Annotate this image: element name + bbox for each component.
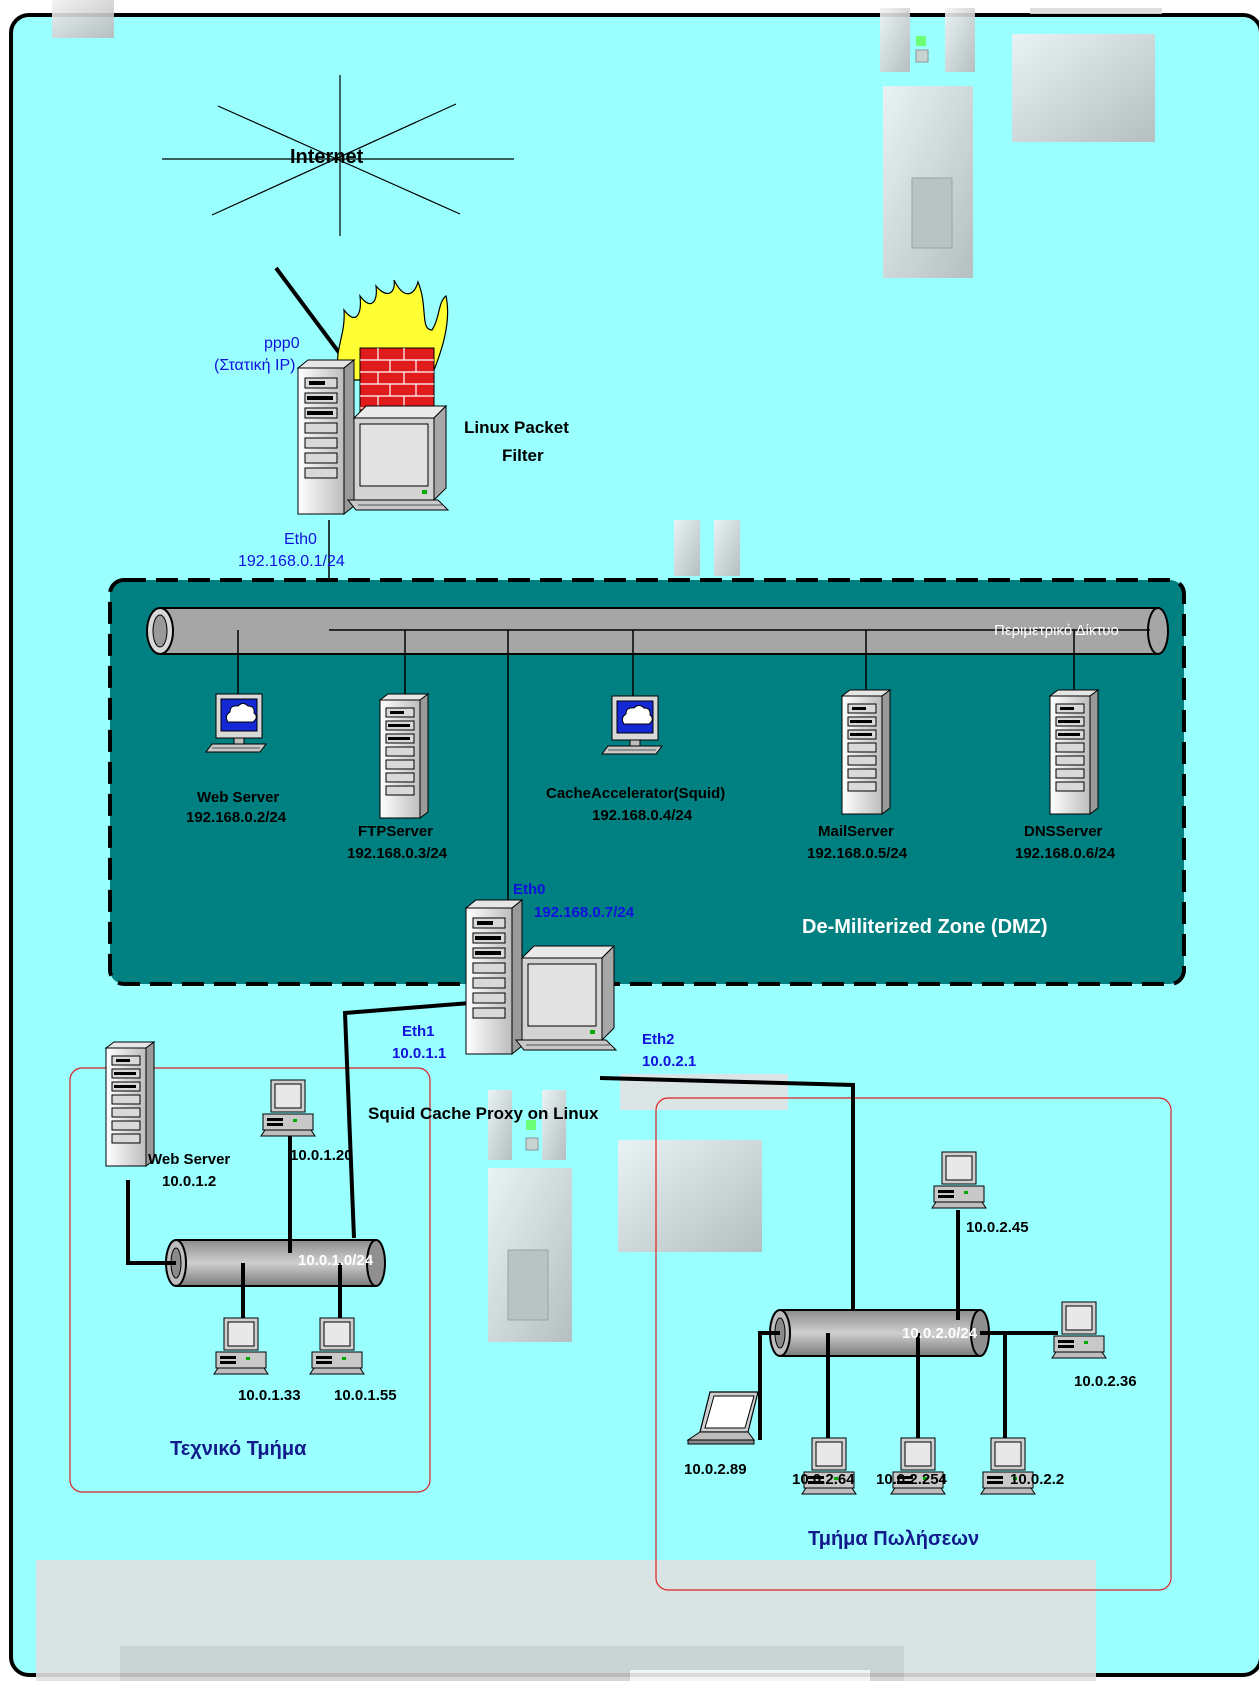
dmz-ftp-server-name: FTPServer	[358, 822, 433, 841]
dmz-mail-server-name: MailServer	[818, 822, 894, 841]
proxy-eth1-label: Eth1	[402, 1022, 435, 1041]
proxy-eth2-ip: 10.0.2.1	[642, 1052, 696, 1071]
dmz-mail-server-icon	[842, 690, 890, 814]
dmz-dns-server-name: DNSServer	[1024, 822, 1102, 841]
dmz-web-server-ip: 192.168.0.2/24	[186, 808, 286, 827]
sales-host-36-ip: 10.0.2.36	[1074, 1372, 1137, 1391]
internet-label: Internet	[290, 148, 363, 167]
dmz-zone-label: De-Militerized Zone (DMZ)	[802, 918, 1048, 937]
proxy-eth0-label: Eth0	[513, 880, 546, 899]
tech-host-55-ip: 10.0.1.55	[334, 1386, 397, 1405]
tech-host-20-ip: 10.0.1.20	[290, 1146, 353, 1165]
sales-host-64-ip: 10.0.2.64	[792, 1470, 855, 1489]
sales-laptop-89-ip: 10.0.2.89	[684, 1460, 747, 1479]
tech-server-name: Web Server	[148, 1150, 230, 1169]
ppp0-label: ppp0	[264, 334, 300, 353]
packet-filter-name-line2: Filter	[502, 446, 544, 465]
dmz-ftp-server-icon	[380, 694, 428, 818]
dmz-web-server-name: Web Server	[197, 788, 279, 807]
sales-host-45-ip: 10.0.2.45	[966, 1218, 1029, 1237]
dmz-ftp-server-ip: 192.168.0.3/24	[347, 844, 447, 863]
sales-host-254-ip: 10.0.2.254	[876, 1470, 947, 1489]
dmz-dns-server-icon	[1050, 690, 1098, 814]
firewall-eth0-ip: 192.168.0.1/24	[238, 552, 345, 571]
tech-host-33-ip: 10.0.1.33	[238, 1386, 301, 1405]
tech-server-ip: 10.0.1.2	[162, 1172, 216, 1191]
firewall-eth0-label: Eth0	[284, 530, 317, 549]
dmz-backbone-label: Περιμετρικό Δίκτυο	[994, 621, 1119, 640]
proxy-eth2-label: Eth2	[642, 1030, 675, 1049]
packet-filter-name-line1: Linux Packet	[464, 418, 569, 437]
dmz-dns-server-ip: 192.168.0.6/24	[1015, 844, 1115, 863]
dmz-mail-server-ip: 192.168.0.5/24	[807, 844, 907, 863]
dmz-cache-accelerator-ip: 192.168.0.4/24	[592, 806, 692, 825]
sales-dept-title: Τμήμα Πωλήσεων	[808, 1530, 979, 1549]
tech-web-server-icon	[106, 1042, 154, 1166]
sales-host-2-ip: 10.0.2.2	[1010, 1470, 1064, 1489]
proxy-eth0-ip: 192.168.0.7/24	[534, 903, 634, 922]
ppp0-note: (Στατική IP)	[214, 356, 295, 375]
sales-subnet-label: 10.0.2.0/24	[902, 1324, 977, 1343]
tech-subnet-label: 10.0.1.0/24	[298, 1251, 373, 1270]
proxy-name: Squid Cache Proxy on Linux	[368, 1104, 598, 1123]
tech-dept-title: Τεχνικό Τμήμα	[170, 1440, 306, 1459]
dmz-cache-accelerator-name: CacheAccelerator(Squid)	[546, 784, 725, 803]
proxy-eth1-ip: 10.0.1.1	[392, 1044, 446, 1063]
